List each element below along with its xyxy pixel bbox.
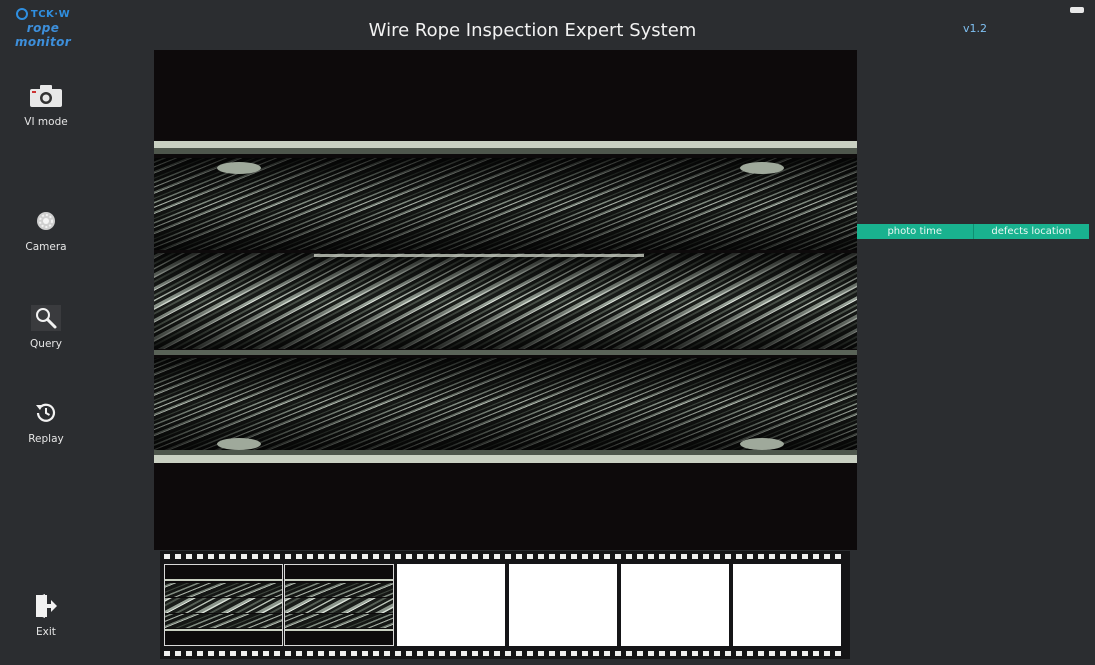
thumbnail-3[interactable] — [397, 564, 505, 646]
thumbnail-4[interactable] — [509, 564, 617, 646]
page-title: Wire Rope Inspection Expert System — [368, 20, 697, 41]
exit-icon — [28, 590, 64, 622]
sidebar: VI mode Camera Query — [0, 60, 92, 660]
thumbnail-2[interactable] — [284, 564, 394, 646]
logo-subtitle: rope monitor — [14, 21, 72, 49]
film-perforations-bottom — [164, 651, 846, 656]
thumbnail-1[interactable] — [164, 564, 283, 646]
column-defects-location[interactable]: defects location — [972, 224, 1090, 239]
thumbnail-6[interactable] — [733, 564, 841, 646]
thumbnail-filmstrip — [160, 551, 850, 659]
sidebar-item-label: Exit — [36, 626, 56, 638]
camera-viewer — [154, 50, 857, 550]
app-logo: TCK·W rope monitor — [2, 8, 84, 49]
version-label: v1.2 — [963, 22, 988, 35]
gear-icon — [28, 205, 64, 237]
column-photo-time[interactable]: photo time — [887, 226, 943, 237]
sidebar-item-camera[interactable]: Camera — [0, 205, 92, 253]
history-icon — [28, 397, 64, 429]
defects-table: photo time defects location — [857, 224, 1089, 239]
logo-brand-text: TCK·W — [30, 8, 71, 20]
search-icon — [28, 302, 64, 334]
sidebar-item-vi-mode[interactable]: VI mode — [0, 80, 92, 128]
minimize-button[interactable] — [1070, 7, 1084, 13]
wire-rope-image — [154, 50, 857, 550]
thumbnail-5[interactable] — [621, 564, 729, 646]
logo-mark-icon — [15, 8, 28, 20]
sidebar-item-exit[interactable]: Exit — [0, 590, 92, 638]
sidebar-item-label: Query — [30, 338, 62, 350]
sidebar-item-label: VI mode — [24, 116, 68, 128]
sidebar-item-label: Camera — [25, 241, 67, 253]
sidebar-item-replay[interactable]: Replay — [0, 397, 92, 445]
table-header: photo time defects location — [857, 224, 1089, 239]
film-perforations-top — [164, 554, 846, 559]
sidebar-item-label: Replay — [28, 433, 64, 445]
camera-icon — [28, 80, 64, 112]
sidebar-item-query[interactable]: Query — [0, 302, 92, 350]
